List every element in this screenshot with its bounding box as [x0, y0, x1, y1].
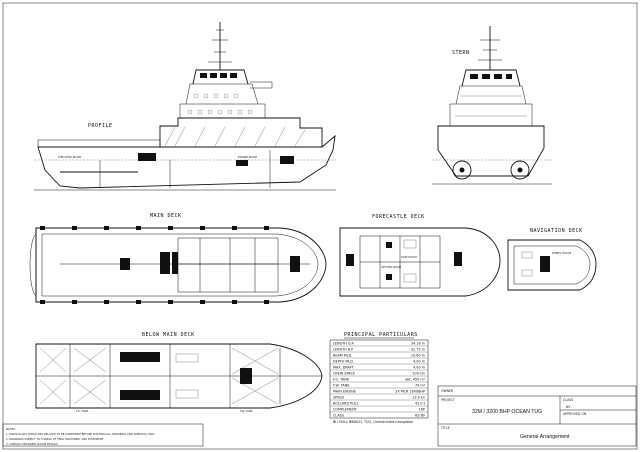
particular-value: 13.0 kn: [412, 396, 425, 400]
particular-value: 4.90 m: [413, 360, 426, 364]
navigation-deck-label: NAVIGATION DECK: [530, 228, 583, 234]
particular-label: BEAM MLD.: [333, 354, 352, 358]
main-deck-winches: [120, 252, 300, 274]
below-main-deck-label: BELOW MAIN DECK: [142, 332, 195, 338]
particular-value: 79 m³: [415, 384, 426, 388]
profile-room-label: THRUSTER ROOM: [58, 155, 81, 159]
particular-label: CLASS: [333, 414, 344, 418]
notes-block: NOTES: 1. PARTICULARS CHECK AND RELATED …: [2, 423, 204, 447]
approval-label: APPROVED ON: [563, 412, 587, 416]
main-deck-view: MAIN DECK: [29, 213, 327, 304]
particular-label: LENGTH B.P: [333, 348, 353, 352]
particular-value: AS BV: [415, 414, 426, 418]
particular-value: 10.60 m: [411, 354, 426, 358]
forecastle-fittings: [346, 239, 462, 283]
below-deck-tank-label: F.O. TANK: [76, 409, 89, 413]
class-value: BV: [566, 405, 571, 409]
particular-label: F.O. TANK: [333, 378, 350, 382]
stern-thrusters: [452, 160, 530, 180]
particular-label: SPEED: [333, 396, 344, 400]
particular-label: CREW SPACE: [333, 372, 355, 376]
stern-hull: [437, 125, 545, 177]
particular-label: BOLLARD PULL: [333, 402, 359, 406]
particular-value: abt. 450 m³: [405, 378, 426, 382]
navigation-deck-outline: [507, 239, 597, 291]
particular-value: 32.75 m: [411, 348, 426, 352]
particular-label: F.W. TANK: [333, 384, 350, 388]
main-deck-outline: [35, 227, 327, 303]
main-deck-label: MAIN DECK: [150, 213, 182, 219]
tank-cross-marks: [39, 347, 279, 405]
profile-room-label: ENGINE ROOM: [238, 155, 257, 159]
particular-value: 16P: [419, 408, 425, 412]
title-label: TITLE: [440, 426, 450, 430]
particulars-rows: LENGTH O.A 34.18 m LENGTH B.P 32.75 m BEAM M…: [330, 342, 428, 418]
particular-label: COMPLEMENT: [333, 408, 358, 412]
below-main-deck-view: BELOW MAIN DECK F.O. TANK F.W.: [35, 332, 323, 413]
particular-value: 34.18 m: [411, 342, 426, 346]
particulars-heading: PRINCIPAL PARTICULARS: [344, 332, 418, 338]
note-line: 3. CONTACT DESIGNER ADVISE DETAILS: [6, 442, 58, 446]
forecastle-room-label: OFFICER ROOM: [381, 265, 401, 269]
forecastle-deck-view: FORECASTLE DECK OFFICER ROOM CAPT ROOM: [339, 214, 501, 297]
note-line: 1. PARTICULARS CHECK AND RELATED TO BE C…: [6, 432, 155, 436]
profile-view: PROFILE: [34, 22, 336, 191]
note-line: 2. DRAWINGS SUBJECT TO CHANGE OF FINAL M…: [6, 437, 104, 441]
mast: [208, 22, 232, 70]
forecastle-room-label: CAPT ROOM: [401, 255, 417, 259]
particular-value: 4.00 m: [413, 366, 426, 370]
stern-windows: [470, 74, 512, 79]
profile-hull: [37, 134, 336, 189]
below-deck-tank-label: F.W. TANK: [240, 409, 253, 413]
wheelhouse-windows: [200, 73, 237, 78]
owner-label: OWNER: [441, 389, 454, 393]
stern-view: STERN: [432, 26, 552, 185]
particular-value: 100 sm: [412, 372, 425, 376]
navigation-room-label: WHEEL HOUSE: [552, 251, 572, 255]
project-title: 32M / 3200 BHP OCEAN TUG: [472, 409, 542, 415]
particular-label: MAX. DRAFT: [333, 366, 355, 370]
note-line: NOTES:: [6, 427, 16, 431]
class-label: CLASS: [563, 398, 573, 402]
particular-label: MAIN ENGINE: [333, 390, 356, 394]
main-deck-bollards: [40, 226, 269, 304]
forecastle-deck-label: FORECASTLE DECK: [372, 214, 425, 220]
particular-value: 42.0 t: [415, 402, 426, 406]
profile-hatching: [164, 126, 306, 147]
stern-label: STERN: [452, 50, 470, 56]
profile-machinery: [60, 150, 294, 188]
profile-label: PROFILE: [88, 123, 113, 129]
particular-label: DEPTH MLD.: [333, 360, 354, 364]
forecastle-outline: [339, 227, 501, 297]
title-block: OWNER PROJECT 32M / 3200 BHP OCEAN TUG C…: [437, 385, 637, 447]
portholes: [187, 93, 253, 115]
below-deck-engines: [120, 352, 252, 400]
class-notation: ✠ I HULL ✠MACH, TUG, Unrestricted naviga…: [333, 420, 413, 424]
drawing-title: General Arrangement: [520, 434, 570, 440]
navigation-deck-view: NAVIGATION DECK WHEEL HOUSE: [507, 228, 597, 291]
project-label: PROJECT: [441, 398, 455, 402]
particular-label: LENGTH O.A: [333, 342, 354, 346]
particular-value: 2X MCR 1600BHP: [395, 390, 425, 394]
